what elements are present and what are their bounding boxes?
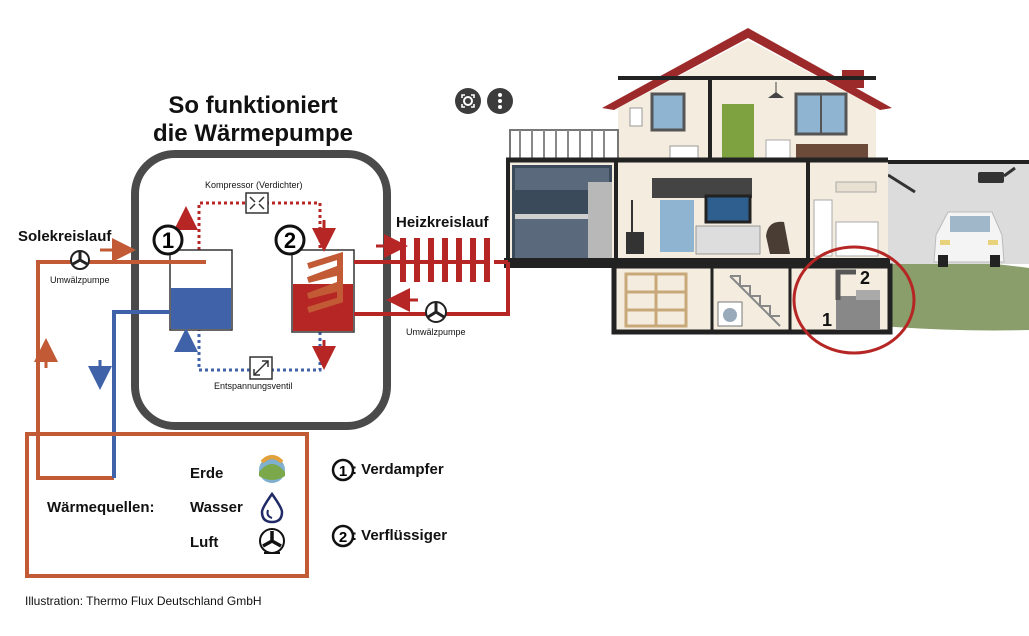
circulation-pump-icon-left [70,250,90,270]
legend-condenser-badge: 2 [331,524,355,548]
condenser-number: 2 [284,228,296,253]
balcony [509,129,619,163]
compressor-icon [245,192,269,214]
circulation-pump-left-label: Umwälzpumpe [50,275,110,285]
fan-icon [259,528,285,554]
house-illustration [504,28,1029,355]
compressor-label: Kompressor (Verdichter) [205,180,303,190]
basement-heat-pump [835,269,880,330]
legend-evaporator-badge: 1 [331,458,355,482]
heat-source-air: Luft [190,534,219,551]
car-icon [933,211,1005,267]
heat-source-water: Wasser [190,499,243,516]
house-marker-1: 1 [822,310,832,330]
brine-circuit [34,238,206,480]
title-line-1: So funktioniert [168,92,338,119]
heating-circuit-label: Heizkreislauf [396,214,489,231]
legend-evaporator-number: 1 [339,463,347,480]
circulation-pump-right-label: Umwälzpumpe [406,327,466,337]
legend-condenser-number: 2 [339,529,347,546]
earth-icon [259,455,285,483]
security-camera-icon [978,166,1016,183]
more-vertical-icon[interactable] [487,88,513,114]
house-marker-2: 2 [860,268,870,288]
page-title: So funktioniert die Wärmepumpe [118,92,388,148]
evaporator-number-badge: 1 [152,224,184,256]
floor-slab [504,258,890,268]
brine-circuit-label: Solekreislauf [18,228,112,245]
heat-sources-box [25,432,309,578]
heat-source-earth: Erde [190,465,224,482]
image-credit: Illustration: Thermo Flux Deutschland Gm… [25,594,262,608]
title-line-2: die Wärmepumpe [152,120,354,147]
lens-icon[interactable] [455,88,481,114]
legend-evaporator-text: : Verdampfer [352,461,444,478]
expansion-valve-label: Entspannungsventil [214,381,293,391]
water-drop-icon [260,491,284,524]
evaporator-number: 1 [162,228,174,253]
highlight-circle [792,245,916,355]
legend-condenser-text: : Verflüssiger [352,527,448,544]
heat-sources-heading: Wärmequellen: [47,499,155,516]
condenser-tank [291,249,355,333]
grass [860,260,1029,331]
expansion-valve-icon [249,356,273,380]
circulation-pump-icon-right [425,301,447,323]
condenser-number-badge: 2 [274,224,306,256]
radiator-icon [400,238,490,282]
heating-circuit [354,234,510,316]
